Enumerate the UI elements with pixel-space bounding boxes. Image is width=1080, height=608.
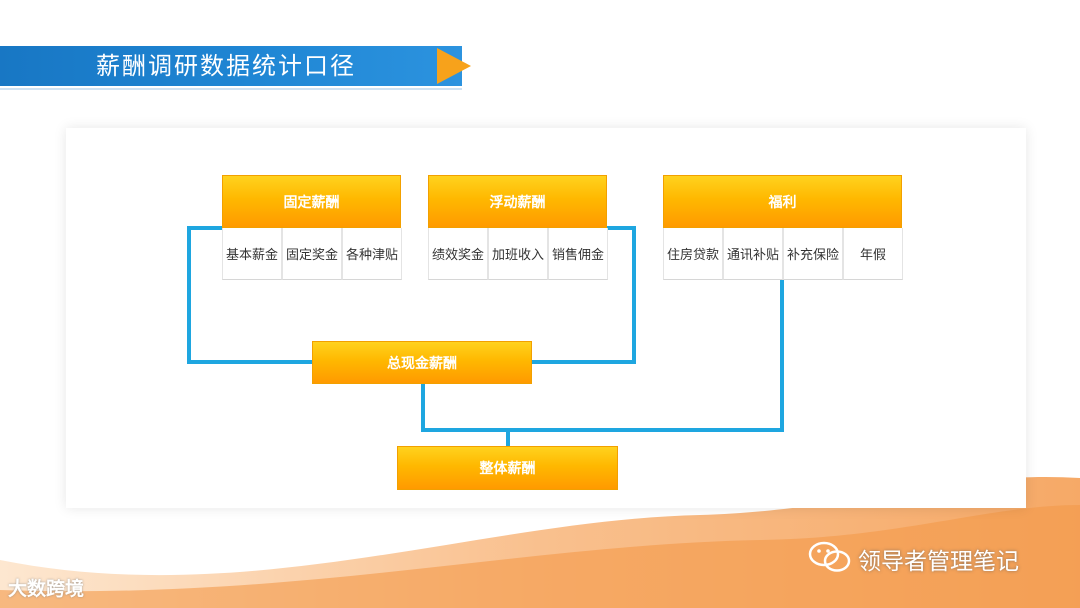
watermark-left: 大数跨境 <box>8 578 85 600</box>
page-title: 薪酬调研数据统计口径 <box>96 52 356 80</box>
connector-benefit-to-overall <box>508 280 784 432</box>
benefits-box: 福利 <box>663 175 902 228</box>
fixed-pay-box: 固定薪酬 <box>222 175 401 228</box>
list-item: 通讯补贴 <box>723 228 783 280</box>
title-banner <box>0 46 462 90</box>
total-cash-box: 总现金薪酬 <box>312 341 532 384</box>
list-item: 住房贷款 <box>663 228 723 280</box>
list-item: 补充保险 <box>783 228 843 280</box>
connector-total-to-overall <box>421 383 508 432</box>
list-item: 销售佣金 <box>548 228 608 280</box>
fixed-pay-items: 基本薪金 固定奖金 各种津贴 <box>222 228 402 280</box>
connector-fixed-to-total <box>187 226 312 364</box>
variable-pay-box: 浮动薪酬 <box>428 175 607 228</box>
list-item: 各种津贴 <box>342 228 402 280</box>
watermark-right: 领导者管理笔记 <box>858 549 1019 575</box>
overall-pay-box: 整体薪酬 <box>397 446 618 490</box>
list-item: 基本薪金 <box>222 228 282 280</box>
list-item: 绩效奖金 <box>428 228 488 280</box>
benefits-items: 住房贷款 通讯补贴 补充保险 年假 <box>663 228 903 280</box>
connector-float-to-total <box>532 226 636 364</box>
wechat-icon <box>808 541 851 572</box>
title-arrow-icon <box>437 48 471 84</box>
list-item: 固定奖金 <box>282 228 342 280</box>
list-item: 加班收入 <box>488 228 548 280</box>
variable-pay-items: 绩效奖金 加班收入 销售佣金 <box>428 228 608 280</box>
list-item: 年假 <box>843 228 903 280</box>
